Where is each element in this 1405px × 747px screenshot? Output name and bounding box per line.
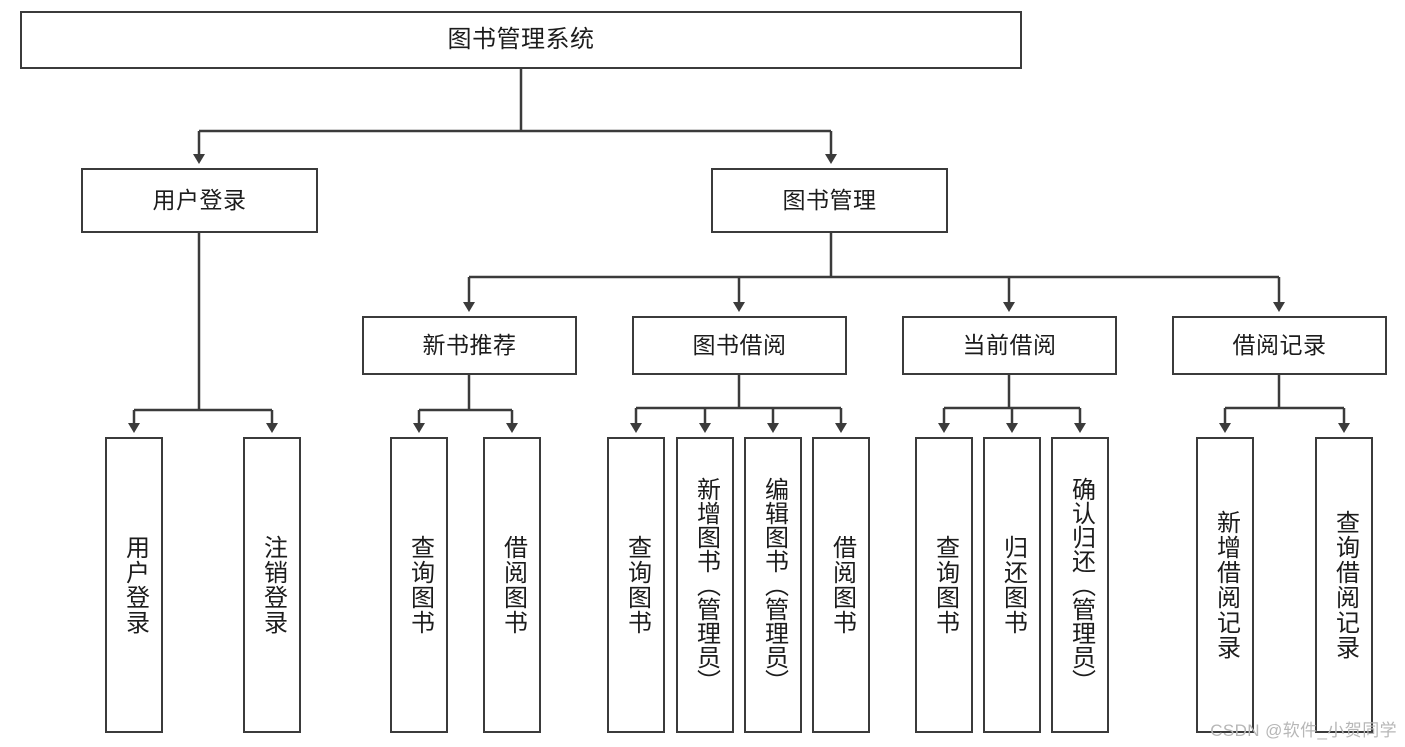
node-book-management-system[interactable]: 图书管理系统 (20, 11, 1022, 69)
node-label: 编辑图书（管理员） (760, 477, 788, 693)
node-book-borrow[interactable]: 图书借阅 (632, 316, 847, 375)
node-label: 确认归还（管理员） (1067, 477, 1095, 693)
node-label: 用户登录 (121, 535, 149, 635)
node-leaf-user-login[interactable]: 用户登录 (105, 437, 163, 733)
node-label: 查询图书 (406, 535, 434, 635)
node-leaf-add-book-admin[interactable]: 新增图书（管理员） (676, 437, 734, 733)
node-label: 归还图书 (999, 535, 1027, 635)
node-leaf-return-book[interactable]: 归还图书 (983, 437, 1041, 733)
node-leaf-edit-book-admin[interactable]: 编辑图书（管理员） (744, 437, 802, 733)
node-label: 当前借阅 (962, 331, 1057, 358)
node-label: 查询图书 (623, 535, 651, 635)
node-label: 图书借阅 (692, 331, 787, 358)
node-label: 新增借阅记录 (1212, 510, 1240, 660)
node-leaf-logout-login[interactable]: 注销登录 (243, 437, 301, 733)
node-label: 用户登录 (152, 186, 247, 213)
node-leaf-query-book-current[interactable]: 查询图书 (915, 437, 973, 733)
node-label: 注销登录 (259, 535, 287, 635)
node-label: 新书推荐 (422, 331, 517, 358)
node-book-management[interactable]: 图书管理 (711, 168, 948, 233)
node-label: 查询图书 (931, 535, 959, 635)
node-leaf-query-book-borrow[interactable]: 查询图书 (607, 437, 665, 733)
node-leaf-query-book-recommend[interactable]: 查询图书 (390, 437, 448, 733)
node-user-login[interactable]: 用户登录 (81, 168, 318, 233)
node-label: 借阅图书 (828, 535, 856, 635)
node-label: 图书管理系统 (447, 25, 595, 53)
node-label: 借阅图书 (499, 535, 527, 635)
node-new-book-recommend[interactable]: 新书推荐 (362, 316, 577, 375)
node-leaf-borrow-book-recommend[interactable]: 借阅图书 (483, 437, 541, 733)
node-leaf-borrow-book[interactable]: 借阅图书 (812, 437, 870, 733)
node-label: 图书管理 (782, 186, 877, 213)
node-label: 借阅记录 (1232, 331, 1327, 358)
watermark: CSDN @软件_小贺同学 (1210, 721, 1397, 740)
node-current-borrow[interactable]: 当前借阅 (902, 316, 1117, 375)
node-leaf-query-borrow-record[interactable]: 查询借阅记录 (1315, 437, 1373, 733)
node-borrow-record[interactable]: 借阅记录 (1172, 316, 1387, 375)
node-label: 新增图书（管理员） (692, 477, 720, 693)
node-leaf-confirm-return-admin[interactable]: 确认归还（管理员） (1051, 437, 1109, 733)
node-label: 查询借阅记录 (1331, 510, 1359, 660)
node-leaf-add-borrow-record[interactable]: 新增借阅记录 (1196, 437, 1254, 733)
